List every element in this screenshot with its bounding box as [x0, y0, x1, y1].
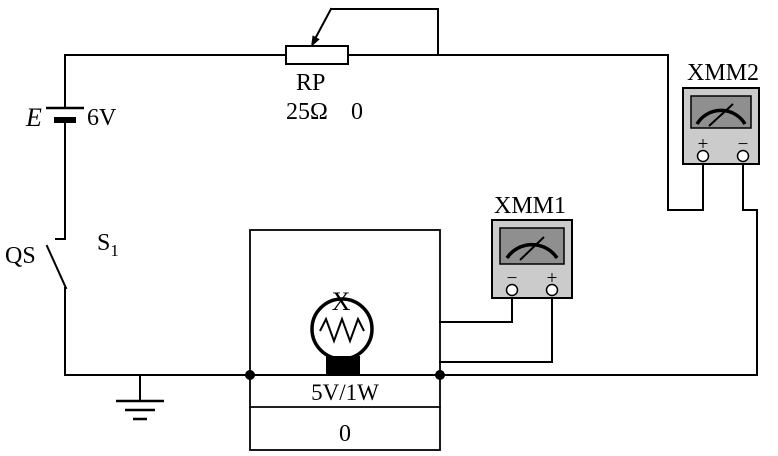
- lamp-setting-label: 0: [339, 421, 351, 447]
- lamp-name-label: X: [332, 287, 351, 316]
- multimeter2-label: XMM2: [687, 60, 759, 86]
- lamp-symbol: [310, 297, 374, 375]
- multimeter1-label: XMM1: [494, 193, 566, 219]
- switch-symbol: [45, 238, 68, 290]
- potentiometer-wiper-arrow-shaft: [314, 7, 333, 39]
- wire-top-right: [347, 54, 704, 211]
- lamp-base: [326, 356, 360, 375]
- multimeter1-left-terminal: [505, 283, 519, 297]
- lamp-rating-label: 5V/1W: [311, 380, 379, 405]
- wire-xmm1-negative: [439, 294, 513, 323]
- multimeter2-negative-sign: −: [738, 134, 749, 155]
- junction-dot-right: [435, 370, 445, 380]
- multimeter1-scale-arc: [505, 242, 559, 260]
- multimeter2-left-terminal: [696, 149, 710, 163]
- ground-symbol: [116, 374, 164, 421]
- switch-inner-label-subscript: 1: [110, 241, 119, 260]
- switch-blade: [45, 244, 68, 290]
- potentiometer-wiper-arrowhead: [311, 35, 320, 47]
- lamp-filament: [319, 316, 365, 344]
- potentiometer-symbol: [285, 7, 349, 65]
- multimeter1-negative-sign: −: [507, 268, 518, 289]
- potentiometer-setting-label: 0: [351, 99, 363, 125]
- battery-symbol: [46, 106, 84, 123]
- potentiometer-body: [285, 45, 349, 65]
- switch-outer-label: QS: [5, 243, 36, 269]
- wire-potentiometer-bypass: [330, 8, 439, 56]
- multimeter1-right-terminal: [545, 283, 559, 297]
- wires: [64, 8, 758, 376]
- switch-inner-label: S1: [97, 230, 119, 260]
- switch-inner-label-main: S: [97, 230, 110, 256]
- wire-right-return: [742, 161, 758, 376]
- multimeter2-needle: [708, 103, 734, 127]
- battery-name-label: E: [25, 103, 42, 132]
- multimeter1-needle: [519, 236, 545, 261]
- potentiometer-value-label: 25Ω: [286, 99, 328, 125]
- multimeter2-right-terminal: [736, 149, 750, 163]
- multimeter2-positive-sign: +: [698, 134, 709, 155]
- multimeter1-positive-sign: +: [547, 268, 558, 289]
- battery-value-label: 6V: [87, 105, 117, 131]
- potentiometer-name-label: RP: [296, 70, 325, 96]
- junction-dot-left: [245, 370, 255, 380]
- lamp-box: [249, 229, 441, 451]
- wire-xmm1-positive: [439, 294, 553, 363]
- multimeter1-symbol: − +: [491, 219, 573, 299]
- multimeter2-symbol: + −: [682, 87, 760, 165]
- multimeter2-scale-arc: [695, 108, 747, 125]
- wire-top-left: [64, 54, 287, 109]
